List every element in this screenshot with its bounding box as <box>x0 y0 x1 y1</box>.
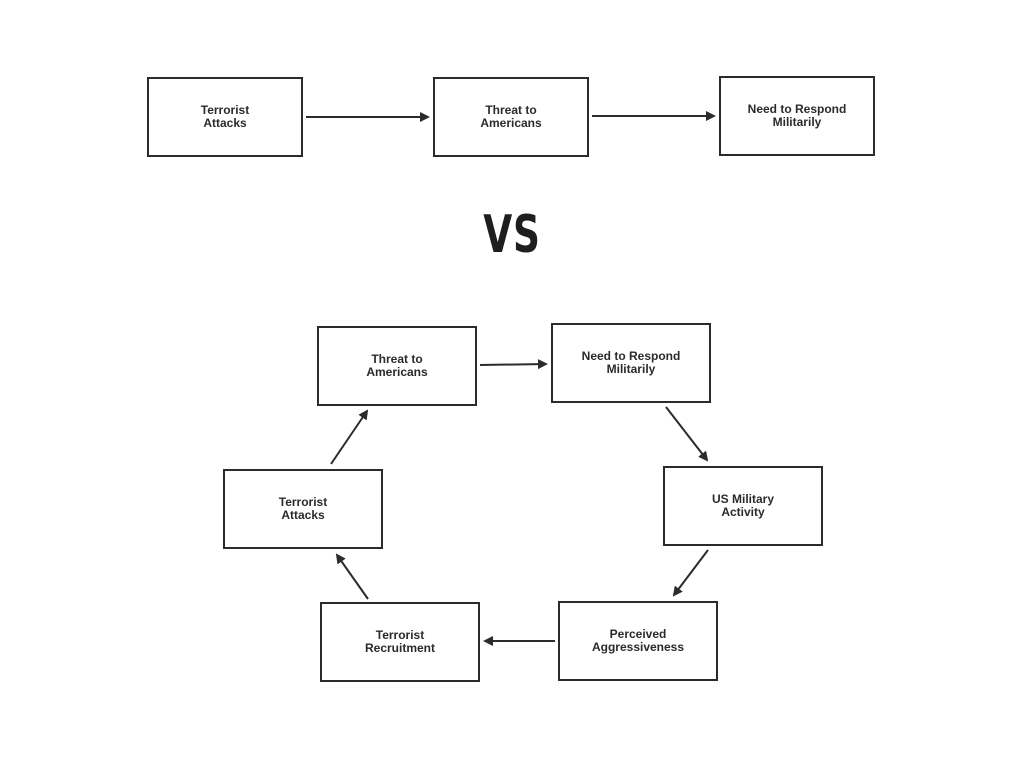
top-box-need-to-respond: Need to Respond Militarily <box>719 76 875 156</box>
top-box-terrorist-attacks: Terrorist Attacks <box>147 77 303 157</box>
cycle-box-terrorist-recruitment: Terrorist Recruitment <box>320 602 480 682</box>
cycle-box-us-military-activity-label: US Military Activity <box>711 492 774 519</box>
cycle-box-terrorist-attacks-label: Terrorist Attacks <box>278 495 328 522</box>
cycle-arrow-attacks-to-threat <box>330 409 369 465</box>
cycle-box-threat-to-americans: Threat to Americans <box>317 326 477 406</box>
vs-label: VS <box>483 205 541 265</box>
cycle-arrow-recruitment-to-attacks <box>335 553 369 600</box>
cycle-box-need-to-respond: Need to Respond Militarily <box>551 323 711 403</box>
cycle-arrow-threat-to-respond <box>479 359 548 370</box>
cycle-arrow-us-military-to-aggressiveness <box>672 549 709 597</box>
cycle-box-us-military-activity: US Military Activity <box>663 466 823 546</box>
cycle-box-need-to-respond-label: Need to Respond Militarily <box>581 349 681 376</box>
top-box-threat-to-americans: Threat to Americans <box>433 77 589 157</box>
cycle-box-perceived-aggressiveness: Perceived Aggressiveness <box>558 601 718 681</box>
cycle-box-threat-to-americans-label: Threat to Americans <box>366 352 428 379</box>
cycle-box-terrorist-attacks: Terrorist Attacks <box>223 469 383 549</box>
top-box-need-to-respond-label: Need to Respond Militarily <box>747 102 847 129</box>
cycle-box-perceived-aggressiveness-label: Perceived Aggressiveness <box>591 627 685 654</box>
cycle-box-terrorist-recruitment-label: Terrorist Recruitment <box>364 628 435 655</box>
top-box-terrorist-attacks-label: Terrorist Attacks <box>200 103 250 130</box>
top-box-threat-to-americans-label: Threat to Americans <box>480 103 542 130</box>
cycle-arrow-respond-to-us-military <box>665 406 709 462</box>
